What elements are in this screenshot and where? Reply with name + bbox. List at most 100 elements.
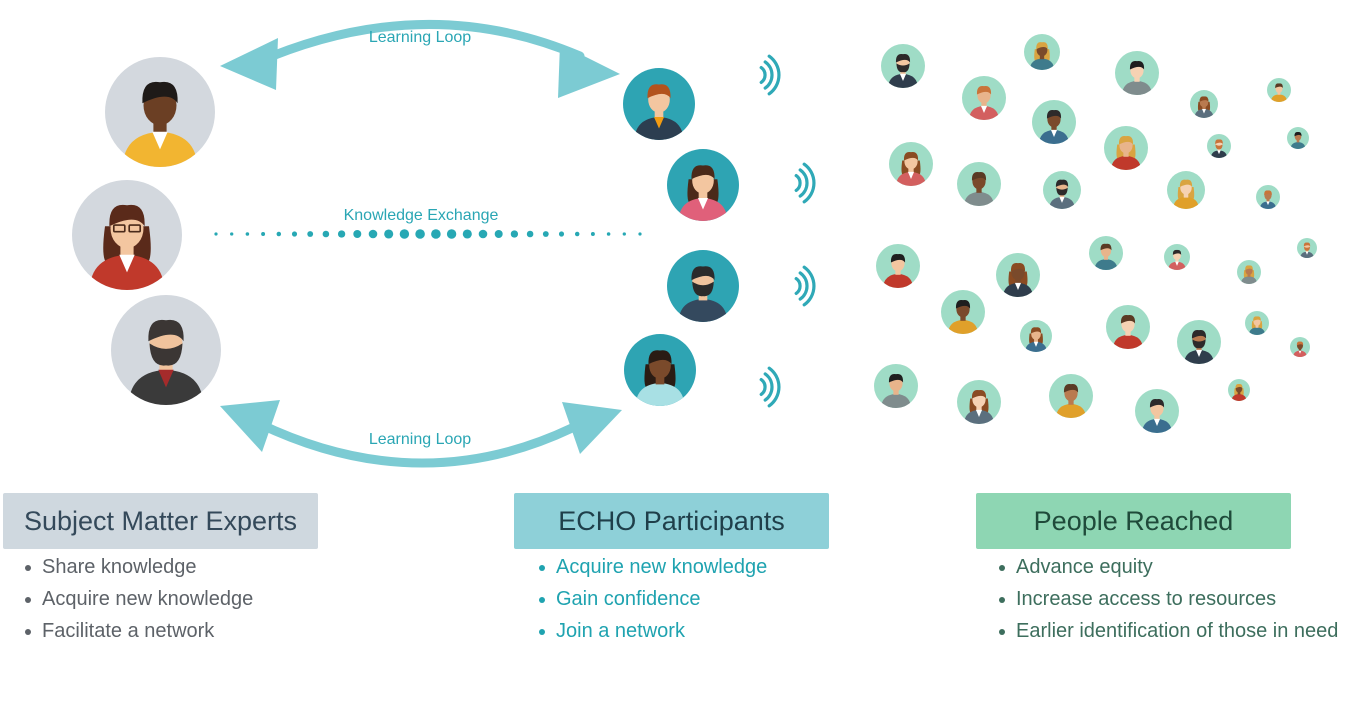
exchange-dot [622,232,626,236]
person-avatar-icon [957,380,1001,424]
person-avatar-icon [889,142,933,186]
knowledge-exchange-label: Knowledge Exchange [344,207,499,224]
man-beard-navy-icon [667,250,739,322]
exchange-dot [574,231,580,237]
exchange-dot [606,232,611,236]
list-item: Facilitate a network [22,615,253,647]
people-reached-group [874,34,1317,433]
person-avatar-icon [996,253,1040,297]
person-avatar-icon [1237,260,1261,284]
exchange-dot [368,229,378,239]
woman-dark-skin-yellow-top-icon [105,57,215,167]
signal-waves-icon [794,162,816,204]
list-item: Gain confidence [536,583,767,615]
list-item: Join a network [536,615,767,647]
subject-matter-experts-group [72,57,221,405]
person-avatar-icon [1104,126,1148,170]
top-learning-loop-label: Learning Loop [369,29,471,46]
people-reached-title: People Reached [1033,505,1234,536]
echo-participants-list: Acquire new knowledge Gain confidence Jo… [536,551,767,647]
bottom-learning-loop-label: Learning Loop [369,431,471,448]
person-avatar-icon [1032,100,1076,144]
people-reached-list: Advance equity Increase access to resour… [996,551,1338,647]
exchange-dot [542,231,549,237]
person-avatar-icon [1167,171,1205,209]
exchange-dot [276,231,282,237]
list-item: Advance equity [996,551,1338,583]
woman-curly-hair-icon [624,334,696,406]
exchange-dot [446,229,457,239]
person-avatar-icon [957,162,1001,206]
subject-matter-experts-list: Share knowledge Acquire new knowledge Fa… [22,551,253,647]
people-reached-box: People Reached [976,493,1291,549]
woman-glasses-red-jacket-icon [72,180,182,290]
exchange-dot [494,230,503,238]
list-item: Acquire new knowledge [536,551,767,583]
list-item: Increase access to resources [996,583,1338,615]
signal-waves-icon [794,265,816,307]
person-avatar-icon [1020,320,1052,352]
exchange-dot [384,229,394,239]
exchange-dot [230,232,234,236]
person-avatar-icon [1207,134,1231,158]
list-item: Acquire new knowledge [22,583,253,615]
person-avatar-icon [1297,238,1317,258]
exchange-dot [558,231,565,237]
person-avatar-icon [1245,311,1269,335]
exchange-dot [261,232,266,236]
person-avatar-icon [1049,374,1093,418]
person-avatar-icon [881,44,925,88]
man-beard-dark-jacket-icon [111,295,221,405]
exchange-dot [478,229,488,239]
echo-participants-title: ECHO Participants [558,505,785,536]
top-learning-loop-arrow [220,19,620,98]
subject-matter-experts-title: Subject Matter Experts [23,505,298,536]
person-avatar-icon [1135,389,1179,433]
exchange-dot [214,232,218,236]
person-avatar-icon [1177,320,1221,364]
person-avatar-icon [1164,244,1190,270]
woman-pink-top-icon [667,149,739,221]
person-avatar-icon [1290,337,1310,357]
list-item: Share knowledge [22,551,253,583]
person-avatar-icon [1089,236,1123,270]
exchange-dot [638,232,642,236]
exchange-dot [462,229,472,239]
list-item: Earlier identification of those in need [996,615,1338,647]
echo-participants-box: ECHO Participants [514,493,829,549]
exchange-dot [590,232,595,236]
signal-waves-icon [759,54,781,96]
exchange-dot [307,231,314,237]
person-avatar-icon [876,244,920,288]
signal-waves-group [759,54,816,408]
person-avatar-icon [1024,34,1060,70]
exchange-dot [415,229,425,239]
person-avatar-icon [1267,78,1291,102]
person-avatar-icon [1106,305,1150,349]
echo-participants-group [623,68,739,406]
person-avatar-icon [1228,379,1250,401]
man-orange-tie-icon [623,68,695,140]
person-avatar-icon [874,364,918,408]
person-avatar-icon [1256,185,1280,209]
subject-matter-experts-box: Subject Matter Experts [3,493,318,549]
exchange-dot [337,230,346,238]
person-avatar-icon [1115,51,1159,95]
exchange-dot [510,230,519,238]
exchange-dot [526,230,534,238]
exchange-dot [353,230,362,238]
bottom-learning-loop-arrow [220,400,622,468]
knowledge-exchange-dotted-line [214,229,642,239]
person-avatar-icon [1287,127,1309,149]
signal-waves-icon [759,366,781,408]
exchange-dot [322,230,330,238]
exchange-dot [291,231,298,237]
person-avatar-icon [1190,90,1218,118]
person-avatar-icon [1043,171,1081,209]
exchange-dot [245,232,250,236]
person-avatar-icon [962,76,1006,120]
exchange-dot [399,229,410,239]
person-avatar-icon [941,290,985,334]
exchange-dot [431,229,441,239]
